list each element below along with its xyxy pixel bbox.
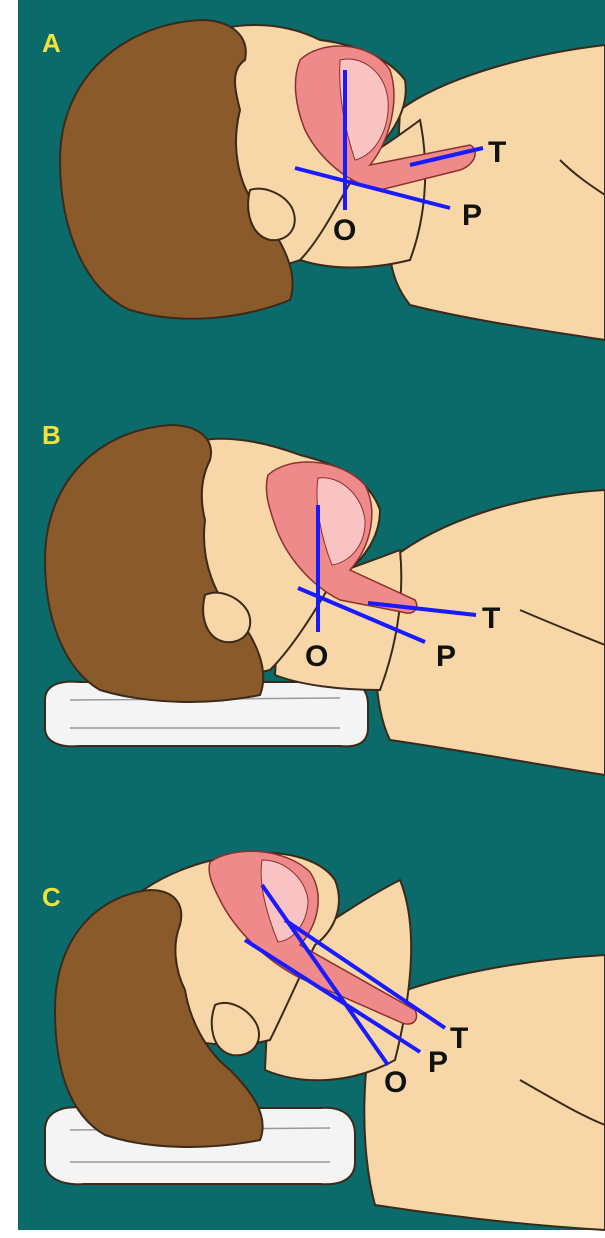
panel-c: C O P T <box>42 851 605 1230</box>
axis-label-t-a: T <box>488 136 506 169</box>
axis-label-p-b: P <box>436 640 456 673</box>
axis-label-t-c: T <box>450 1022 468 1055</box>
axis-label-o-a: O <box>333 214 356 247</box>
panel-label-b: B <box>42 420 61 450</box>
axis-label-t-b: T <box>482 602 500 635</box>
axis-label-o-b: O <box>305 640 328 673</box>
panel-label-c: C <box>42 882 61 912</box>
axis-label-o-c: O <box>384 1066 407 1099</box>
axis-label-p-a: P <box>462 199 482 232</box>
panel-label-a: A <box>42 28 61 58</box>
panel-b: B O P T <box>42 420 605 775</box>
panel-a: A O P T <box>42 20 605 340</box>
axis-label-p-c: P <box>428 1046 448 1079</box>
